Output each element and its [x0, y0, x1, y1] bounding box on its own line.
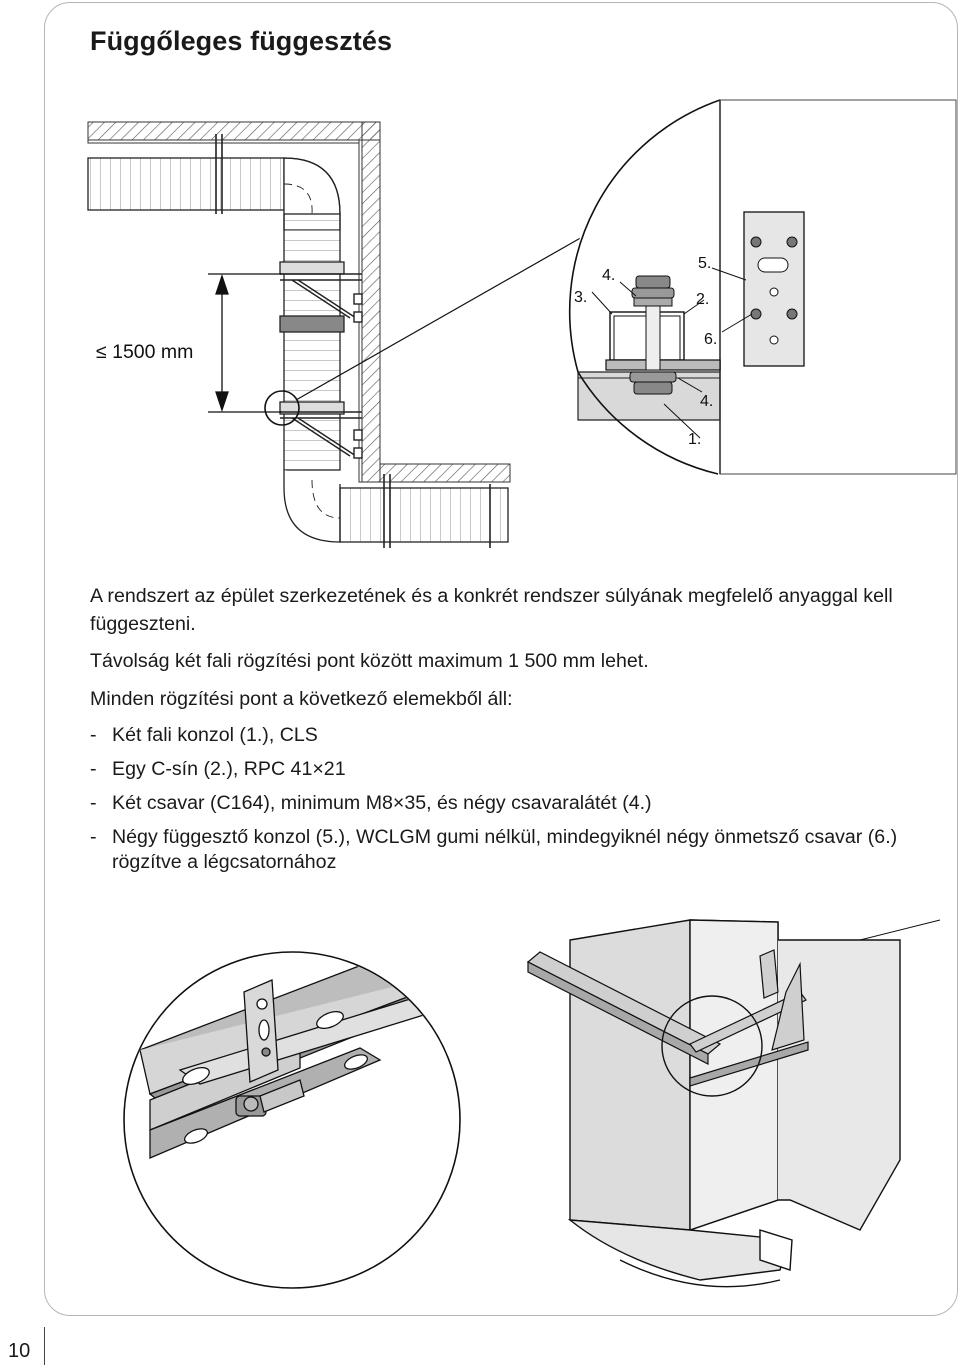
- page-number: 10: [8, 1340, 31, 1362]
- label-4-top: 4.: [602, 267, 615, 284]
- perspective-diagram: [123, 919, 941, 1289]
- label-2: 2.: [696, 291, 709, 308]
- list-item: -Két fali konzol (1.), CLS: [90, 724, 318, 746]
- paragraph: A rendszert az épület szerkezetének és a…: [90, 585, 893, 635]
- detail-view: [568, 96, 957, 475]
- component-list: -Két fali konzol (1.), CLS -Egy C-sín (2…: [90, 723, 910, 875]
- dimension-line: [208, 273, 282, 413]
- list-item: -Két csavar (C164), minimum M8×35, és né…: [90, 792, 652, 814]
- paragraph: Minden rögzítési pont a következő elemek…: [90, 688, 513, 710]
- rail-perspective: [526, 949, 809, 1087]
- detail-marker-2: [661, 995, 763, 1097]
- wall-brackets: [280, 273, 363, 459]
- installation-diagram: ≤ 1500 mm: [87, 96, 957, 548]
- closeup-view: [123, 951, 461, 1289]
- label-5: 5.: [698, 255, 711, 272]
- label-6: 6.: [704, 331, 717, 348]
- label-1: 1.: [688, 431, 701, 448]
- label-3: 3.: [574, 289, 587, 306]
- page-rule: [44, 1327, 45, 1365]
- building-structure: [87, 121, 511, 483]
- page-title: Függőleges függesztés: [90, 26, 393, 56]
- instructions: A rendszert az épület szerkezetének és a…: [90, 582, 910, 884]
- list-item: -Négy függesztő konzol (5.), WCLGM gumi …: [90, 826, 898, 873]
- list-item: -Egy C-sín (2.), RPC 41×21: [90, 758, 346, 780]
- detail-marker: [264, 390, 300, 426]
- duct-perspective: [567, 919, 901, 1288]
- label-4-bottom: 4.: [700, 393, 713, 410]
- paragraph: Távolság két fali rögzítési pont között …: [90, 650, 649, 672]
- dimension-label: ≤ 1500 mm: [96, 341, 193, 363]
